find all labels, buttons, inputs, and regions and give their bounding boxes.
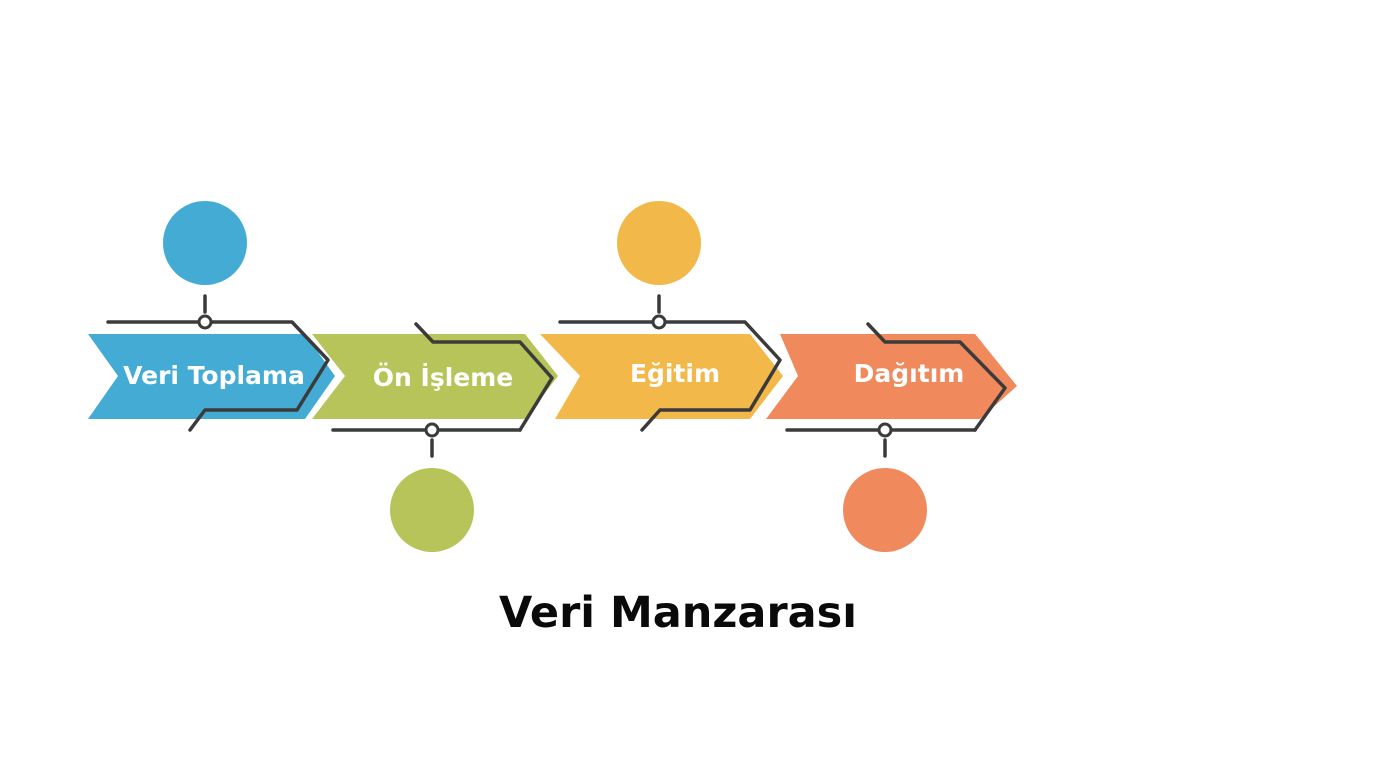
step-3-arrow [540, 334, 783, 419]
step-dagitim: Dağıtım [766, 322, 1017, 552]
diagram-title: Veri Manzarası [498, 588, 858, 638]
step-4-marker-circle [843, 468, 927, 552]
step-veri-toplama: Veri Toplama [88, 201, 335, 432]
step-1-marker-circle [163, 201, 247, 285]
step-2-node-dot [424, 422, 440, 438]
step-3-marker-circle [617, 201, 701, 285]
step-4-arrow [766, 334, 1017, 419]
step-egitim: Eğitim [540, 201, 783, 432]
step-2-top-connector [414, 322, 554, 432]
step-4-top-connector [866, 322, 1007, 432]
step-1-top-connector [106, 320, 330, 432]
step-2-arrow [312, 334, 558, 419]
step-1-label: Veri Toplama [123, 361, 305, 390]
step-3-node-dot [651, 314, 667, 330]
step-1-node-dot [197, 314, 213, 330]
step-1-arrow [88, 334, 335, 419]
step-4-node-dot [877, 422, 893, 438]
step-on-isleme: Ön İşleme [312, 322, 558, 552]
step-3-top-connector [558, 320, 782, 432]
step-2-marker-circle [390, 468, 474, 552]
step-3-label: Eğitim [630, 359, 720, 388]
step-2-label: Ön İşleme [373, 362, 513, 392]
step-4-label: Dağıtım [854, 359, 965, 388]
